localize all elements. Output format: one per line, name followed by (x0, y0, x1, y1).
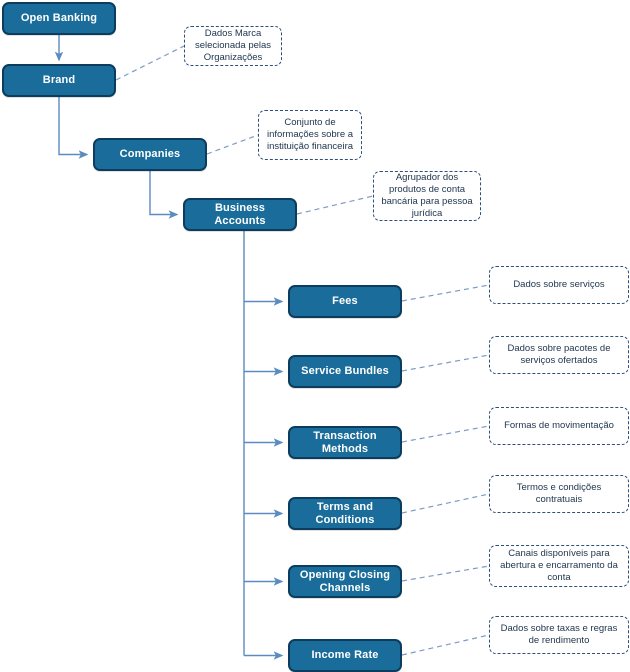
note-connector-fees (401, 284, 490, 302)
note-opening-closing-channels: Canais disponíveis para abertura e encar… (489, 545, 629, 587)
note-label: Dados Marca selecionada pelas Organizaçõ… (194, 27, 272, 64)
node-transaction-methods[interactable]: Transaction Methods (288, 426, 402, 459)
edge-brand-to-companies (58, 97, 89, 159)
node-business-accounts[interactable]: Business Accounts (183, 198, 297, 231)
note-label: Dados sobre serviços (513, 278, 605, 290)
note-label: Dados sobre pacotes de serviços ofertado… (507, 342, 611, 366)
node-label: Business Accounts (214, 201, 266, 227)
note-service-bundles: Dados sobre pacotes de serviços ofertado… (489, 336, 629, 374)
node-brand[interactable]: Brand (2, 64, 116, 97)
note-label: Formas de movimentação (504, 419, 614, 431)
note-label: Canais disponíveis para abertura e encar… (500, 547, 618, 584)
node-label: Open Banking (20, 12, 98, 25)
note-terms-and-conditions: Termos e condições contratuais (489, 475, 629, 513)
note-connector-brand (115, 45, 185, 81)
node-label: Opening Closing Channels (299, 568, 391, 594)
node-label: Brand (42, 74, 76, 87)
node-label: Fees (332, 295, 358, 308)
node-terms-and-conditions[interactable]: Terms and Conditions (288, 497, 402, 530)
note-brand: Dados Marca selecionada pelas Organizaçõ… (184, 26, 282, 66)
node-label: Income Rate (311, 649, 379, 662)
node-label: Service Bundles (301, 365, 389, 378)
note-label: Agrupador dos produtos de conta bancária… (381, 171, 473, 220)
note-connector-transaction-methods (401, 425, 490, 443)
note-income-rate: Dados sobre taxas e regras de rendimento (489, 616, 629, 654)
note-connector-income-rate (401, 634, 490, 656)
node-label: Terms and Conditions (315, 500, 375, 526)
node-service-bundles[interactable]: Service Bundles (288, 355, 402, 388)
note-transaction-methods: Formas de movimentação (489, 407, 629, 445)
note-companies: Conjunto de informações sobre a institui… (258, 110, 362, 160)
note-label: Conjunto de informações sobre a institui… (266, 116, 354, 153)
node-opening-closing-channels[interactable]: Opening Closing Channels (288, 565, 402, 598)
note-connector-companies (206, 134, 259, 155)
node-label: Transaction Methods (313, 429, 377, 455)
node-fees[interactable]: Fees (288, 285, 402, 318)
note-connector-terms-and-conditions (401, 493, 490, 514)
note-connector-service-bundles (401, 354, 490, 372)
edge-companies-to-business-accounts (149, 171, 179, 219)
note-connector-business-accounts (296, 195, 374, 215)
note-connector-opening-closing-channels (401, 565, 490, 582)
node-open-banking[interactable]: Open Banking (2, 2, 116, 35)
note-business-accounts: Agrupador dos produtos de conta bancária… (373, 171, 481, 221)
node-income-rate[interactable]: Income Rate (288, 639, 402, 672)
note-label: Dados sobre taxas e regras de rendimento (500, 622, 618, 646)
node-companies[interactable]: Companies (93, 138, 207, 171)
node-label: Companies (119, 148, 181, 161)
note-label: Termos e condições contratuais (516, 481, 602, 505)
note-fees: Dados sobre serviços (489, 266, 629, 304)
